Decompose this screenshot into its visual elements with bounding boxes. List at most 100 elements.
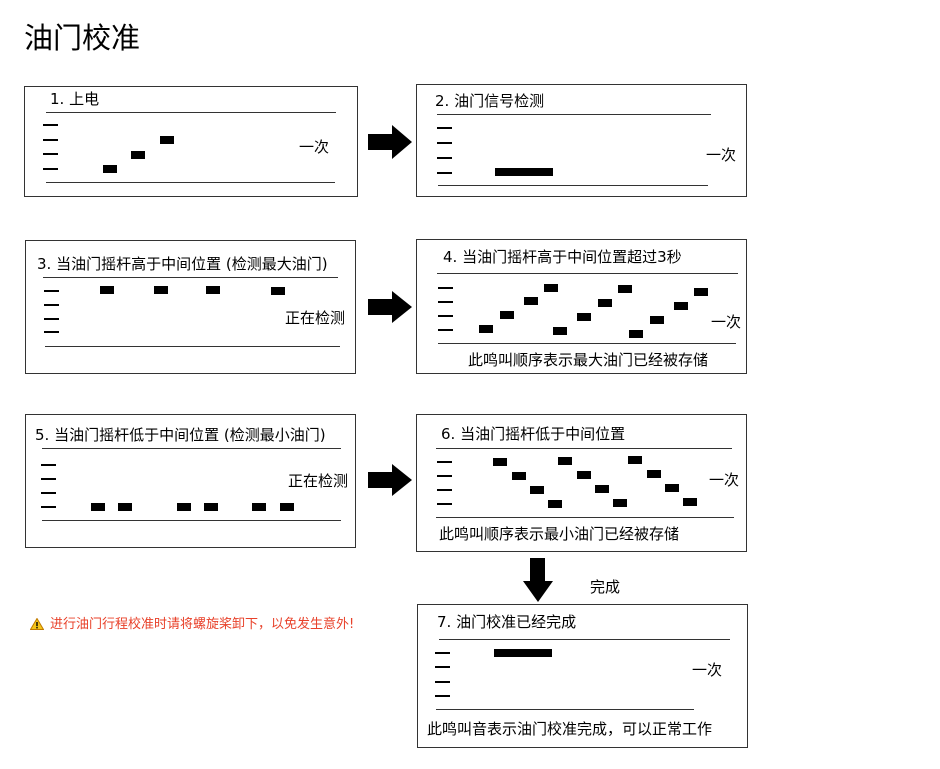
beep-mark xyxy=(500,311,514,319)
beep-long-mark xyxy=(495,168,553,176)
beep-mark xyxy=(280,503,294,511)
level-tick xyxy=(44,318,59,320)
beep-mark xyxy=(177,503,191,511)
beep-mark xyxy=(694,288,708,296)
beep-mark xyxy=(154,286,168,294)
level-tick xyxy=(435,666,450,668)
caption-underline xyxy=(43,277,338,278)
beep-mark xyxy=(628,456,642,464)
step-side-label: 一次 xyxy=(299,138,330,156)
step-6-panel: 6. 当油门摇杆低于中间位置 一次 此鸣叫顺序表示最小油门已经被存储 xyxy=(416,414,747,552)
beep-mark xyxy=(103,165,117,173)
level-tick xyxy=(43,153,58,155)
beep-mark xyxy=(204,503,218,511)
caption-underline xyxy=(439,639,730,640)
step-caption: 1. 上电 xyxy=(50,90,100,108)
level-tick xyxy=(43,139,58,141)
baseline xyxy=(46,182,335,183)
beep-mark xyxy=(512,472,526,480)
step-5-panel: 5. 当油门摇杆低于中间位置 (检测最小油门) 正在检测 xyxy=(25,414,356,548)
warning-text: 进行油门行程校准时请将螺旋桨卸下，以免发生意外! xyxy=(50,617,355,632)
step-caption: 6. 当油门摇杆低于中间位置 xyxy=(441,425,626,443)
step-side-label: 正在检测 xyxy=(288,472,349,490)
caption-underline xyxy=(436,448,732,449)
step-note: 此鸣叫音表示油门校准完成，可以正常工作 xyxy=(427,720,713,738)
beep-mark xyxy=(252,503,266,511)
step-side-label: 一次 xyxy=(711,313,742,331)
caption-underline xyxy=(46,112,336,113)
level-tick xyxy=(435,681,450,683)
level-tick xyxy=(41,478,56,480)
beep-mark xyxy=(118,503,132,511)
beep-mark xyxy=(683,498,697,506)
step-caption: 4. 当油门摇杆高于中间位置超过3秒 xyxy=(443,248,682,266)
beep-mark xyxy=(131,151,145,159)
level-tick xyxy=(44,290,59,292)
complete-label: 完成 xyxy=(590,578,621,596)
right-arrow-icon xyxy=(368,125,412,159)
step-caption: 5. 当油门摇杆低于中间位置 (检测最小油门) xyxy=(35,426,326,444)
level-tick xyxy=(435,695,450,697)
down-arrow-icon xyxy=(523,558,553,602)
level-tick xyxy=(437,127,452,129)
caption-underline xyxy=(437,114,711,115)
baseline xyxy=(436,709,694,710)
beep-mark xyxy=(577,471,591,479)
level-tick xyxy=(438,301,453,303)
caption-underline xyxy=(42,448,341,449)
step-side-label: 一次 xyxy=(706,146,737,164)
step-side-label: 正在检测 xyxy=(285,309,346,327)
level-tick xyxy=(437,157,452,159)
level-tick xyxy=(437,142,452,144)
level-tick xyxy=(44,331,59,333)
step-caption: 2. 油门信号检测 xyxy=(435,92,545,110)
beep-mark xyxy=(650,316,664,324)
level-tick xyxy=(435,652,450,654)
beep-mark xyxy=(647,470,661,478)
beep-mark xyxy=(548,500,562,508)
beep-mark xyxy=(544,284,558,292)
caption-underline xyxy=(437,273,738,274)
level-tick xyxy=(43,168,58,170)
beep-mark xyxy=(160,136,174,144)
level-tick xyxy=(438,315,453,317)
beep-mark xyxy=(206,286,220,294)
level-tick xyxy=(437,489,452,491)
baseline xyxy=(436,517,734,518)
level-tick xyxy=(437,172,452,174)
step-caption: 7. 油门校准已经完成 xyxy=(437,613,577,631)
level-tick xyxy=(43,124,58,126)
level-tick xyxy=(437,475,452,477)
beep-mark xyxy=(595,485,609,493)
step-7-panel: 7. 油门校准已经完成 一次 此鸣叫音表示油门校准完成，可以正常工作 xyxy=(417,604,748,748)
beep-mark xyxy=(618,285,632,293)
beep-mark xyxy=(553,327,567,335)
level-tick xyxy=(438,287,453,289)
beep-mark xyxy=(524,297,538,305)
level-tick xyxy=(44,304,59,306)
beep-mark xyxy=(674,302,688,310)
beep-mark xyxy=(493,458,507,466)
beep-mark xyxy=(479,325,493,333)
step-caption: 3. 当油门摇杆高于中间位置 (检测最大油门) xyxy=(37,255,328,273)
right-arrow-icon xyxy=(368,464,412,496)
step-1-panel: 1. 上电 一次 xyxy=(24,86,358,197)
step-2-panel: 2. 油门信号检测 一次 xyxy=(416,84,747,197)
level-tick xyxy=(437,503,452,505)
baseline xyxy=(42,520,341,521)
step-note: 此鸣叫顺序表示最小油门已经被存储 xyxy=(439,525,680,543)
beep-mark xyxy=(629,330,643,338)
page-title: 油门校准 xyxy=(24,21,141,55)
warning-message: 进行油门行程校准时请将螺旋桨卸下，以免发生意外! xyxy=(30,613,354,632)
level-tick xyxy=(437,461,452,463)
level-tick xyxy=(41,464,56,466)
right-arrow-icon xyxy=(368,291,412,323)
level-tick xyxy=(41,506,56,508)
step-note: 此鸣叫顺序表示最大油门已经被存储 xyxy=(468,351,709,369)
baseline xyxy=(438,343,736,344)
beep-mark xyxy=(558,457,572,465)
baseline xyxy=(45,346,340,347)
step-side-label: 一次 xyxy=(692,661,723,679)
beep-mark xyxy=(271,287,285,295)
beep-mark xyxy=(665,484,679,492)
